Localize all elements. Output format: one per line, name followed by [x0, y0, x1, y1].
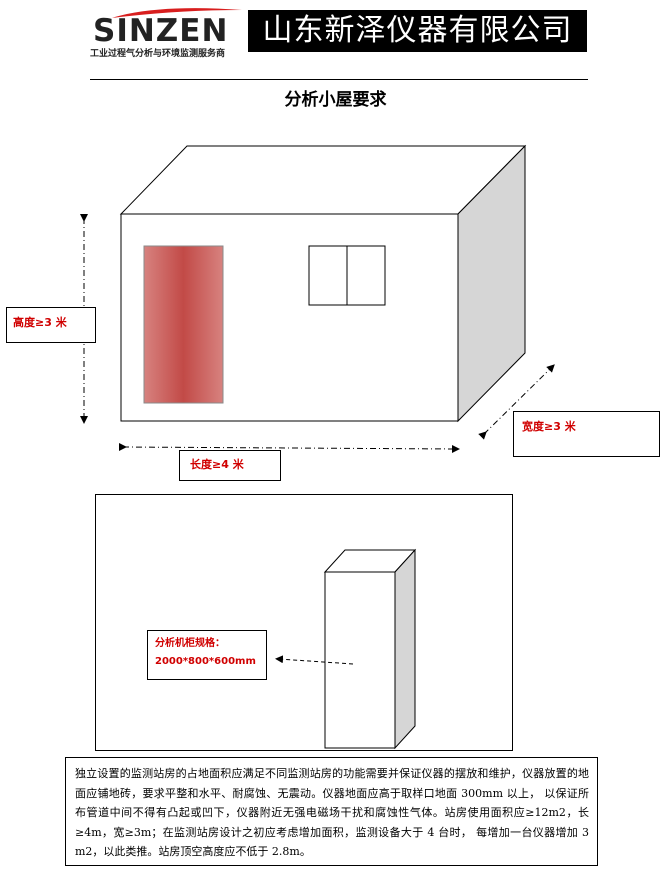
cabinet-spec-label: 分析机柜规格： 2000*800*600mm [147, 630, 267, 680]
cabinet-spec-value: 2000*800*600mm [155, 656, 256, 667]
cabinet-pointer-arrow [275, 655, 354, 665]
header-divider [90, 79, 588, 80]
room-roof [119, 145, 527, 215]
height-label: 高度≥3 米 [6, 307, 96, 343]
logo-tagline: 工业过程气分析与环境监测服务商 [90, 49, 226, 59]
cabinet-panel [95, 494, 513, 751]
company-name: 山东新泽仪器有限公司 [248, 10, 587, 52]
width-label: 宽度≥3 米 [513, 411, 660, 457]
logo: SINZEN [93, 13, 229, 49]
length-label: 长度≥4 米 [179, 450, 281, 481]
room-door [143, 245, 224, 404]
cabinet-front [324, 571, 396, 749]
width-dimension-line [478, 364, 555, 440]
logo-swoosh-icon [112, 8, 242, 18]
cabinet-side [394, 548, 416, 750]
page-title: 分析小屋要求 [284, 90, 387, 110]
length-dimension-line [118, 442, 460, 453]
room-diagram [80, 144, 555, 453]
cabinet-spec-title: 分析机柜规格： [155, 638, 225, 649]
cabinet-diagram [275, 548, 417, 750]
requirements-description: 独立设置的监测站房的占地面积应满足不同监测站房的功能需要并保证仪器的摆放和维护，… [65, 757, 598, 866]
